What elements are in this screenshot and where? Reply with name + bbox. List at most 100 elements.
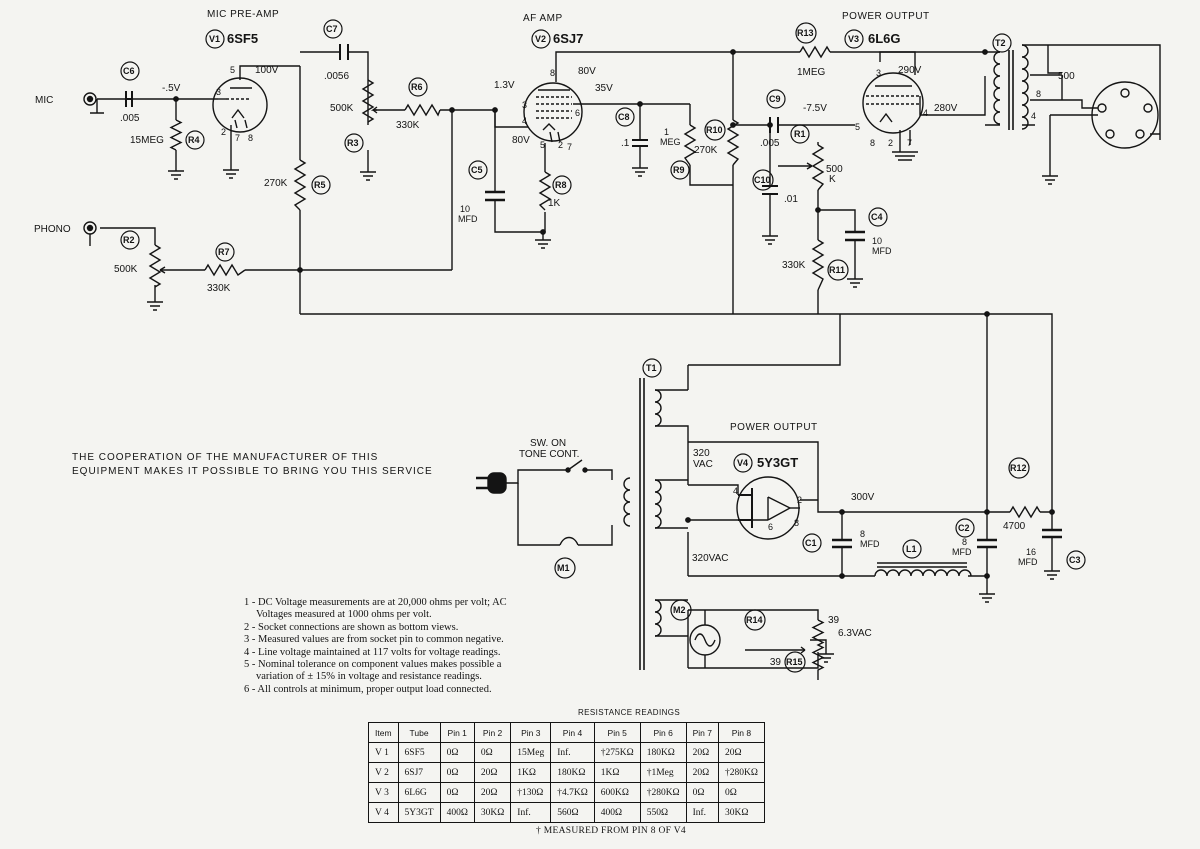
note-line: variation of ± 15% in voltage and resist… (256, 671, 482, 683)
svg-text:1.3V: 1.3V (494, 80, 515, 91)
table-cell: 6SF5 (397, 742, 441, 763)
v4-tag: V4 (737, 458, 748, 468)
svg-text:8: 8 (1036, 89, 1041, 99)
switch-icon (565, 459, 588, 473)
svg-text:.01: .01 (784, 194, 798, 205)
v3-tag: V3 (848, 34, 859, 44)
svg-text:C2: C2 (958, 523, 970, 533)
svg-text:R4: R4 (188, 135, 200, 145)
svg-text:330K: 330K (396, 120, 420, 131)
v2-tag: V2 (535, 34, 546, 44)
v3-stage-title: POWER OUTPUT (842, 11, 930, 22)
table-cell: 15Meg (510, 742, 552, 763)
svg-text:K: K (829, 174, 836, 185)
svg-text:5: 5 (855, 122, 860, 132)
svg-text:MFD: MFD (1018, 557, 1038, 567)
svg-text:4: 4 (1031, 111, 1036, 121)
svg-text:35V: 35V (595, 83, 613, 94)
note-line: 1 - DC Voltage measurements are at 20,00… (244, 597, 507, 608)
note-line: Voltages measured at 1000 ohms per volt. (256, 609, 432, 621)
electrolytic-c5-icon (485, 185, 505, 208)
svg-text:80V: 80V (578, 66, 596, 77)
svg-text:500K: 500K (330, 103, 354, 114)
table-cell: 0Ω (439, 742, 475, 763)
table-cell: 20Ω (685, 762, 719, 783)
svg-text:MFD: MFD (458, 214, 478, 224)
svg-text:2: 2 (888, 138, 893, 148)
table-cell: †1Meg (639, 762, 687, 783)
svg-text:280V: 280V (934, 103, 958, 114)
resistor-r8-icon (538, 171, 552, 211)
svg-text:R14: R14 (746, 615, 763, 625)
table-cell: Inf. (550, 742, 595, 763)
table-cell: V 3 (368, 782, 399, 803)
resistor-r12-icon (1009, 505, 1041, 519)
stage-labels: MIC PRE-AMP V1 6SF5 AF AMP V2 6SJ7 POWER… (207, 9, 930, 470)
resistor-r9-icon (683, 124, 697, 166)
svg-text:.1: .1 (621, 138, 630, 149)
svg-text:300V: 300V (851, 492, 875, 503)
table-cell: 600KΩ (593, 782, 641, 803)
svg-text:10: 10 (872, 236, 882, 246)
table-cell: 180KΩ (639, 742, 687, 763)
column-header: Pin 7 (685, 722, 719, 743)
svg-text:2: 2 (797, 495, 802, 505)
svg-text:500: 500 (826, 164, 843, 175)
tube-v3-icon (862, 72, 938, 134)
svg-text:4700: 4700 (1003, 521, 1026, 532)
table-cell: V 1 (368, 742, 399, 763)
svg-text:VAC: VAC (693, 459, 713, 470)
table-cell: Inf. (510, 802, 552, 823)
table-cell: 0Ω (439, 782, 475, 803)
transformer-t1-icon (623, 378, 689, 670)
capacitor-c7-icon (339, 44, 349, 60)
table-cell: †4.7KΩ (550, 782, 595, 803)
column-header: Item (368, 722, 399, 743)
svg-text:C4: C4 (871, 212, 883, 222)
table-cell: 0Ω (685, 782, 719, 803)
svg-text:100V: 100V (255, 65, 279, 76)
svg-text:2: 2 (221, 127, 226, 137)
io-labels: MIC PHONO SW. ON TONE CONT. (34, 95, 579, 460)
electrolytic-c1-icon (832, 538, 852, 556)
svg-text:320: 320 (693, 448, 710, 459)
svg-text:3: 3 (522, 100, 527, 110)
svg-text:L1: L1 (906, 544, 917, 554)
column-header: Tube (397, 722, 441, 743)
circuit-wiring (90, 44, 1161, 669)
svg-text:7: 7 (907, 138, 912, 148)
table-cell: 400Ω (439, 802, 475, 823)
table-cell: 180KΩ (550, 762, 595, 783)
table-cell: †280KΩ (717, 762, 765, 783)
svg-text:4: 4 (923, 108, 928, 118)
transformer-t2-icon (993, 44, 1029, 130)
svg-text:.0056: .0056 (324, 71, 349, 82)
svg-text:R8: R8 (555, 180, 567, 190)
svg-text:8: 8 (870, 138, 875, 148)
note-line: 6 - All controls at minimum, proper outp… (244, 683, 492, 695)
mic-jack-icon (83, 92, 97, 106)
svg-text:15MEG: 15MEG (130, 135, 164, 146)
resistor-r7-icon (204, 263, 246, 277)
table-cell: 20Ω (473, 782, 512, 803)
svg-text:-.5V: -.5V (162, 83, 181, 94)
table-cell: V 4 (368, 802, 399, 823)
table-cell: 550Ω (639, 802, 687, 823)
table-cell: 0Ω (473, 742, 512, 763)
svg-text:C1: C1 (805, 538, 817, 548)
resistance-table-title: RESISTANCE READINGS (578, 708, 681, 717)
svg-text:R2: R2 (123, 235, 135, 245)
column-header: Pin 3 (510, 722, 552, 743)
resistance-footnote: † MEASURED FROM PIN 8 OF V4 (536, 826, 686, 836)
svg-text:5: 5 (230, 65, 235, 75)
svg-text:-7.5V: -7.5V (803, 103, 827, 114)
svg-text:R5: R5 (314, 180, 326, 190)
speaker-socket-icon (1061, 75, 1160, 149)
svg-text:MFD: MFD (860, 539, 880, 549)
svg-text:R6: R6 (411, 82, 423, 92)
